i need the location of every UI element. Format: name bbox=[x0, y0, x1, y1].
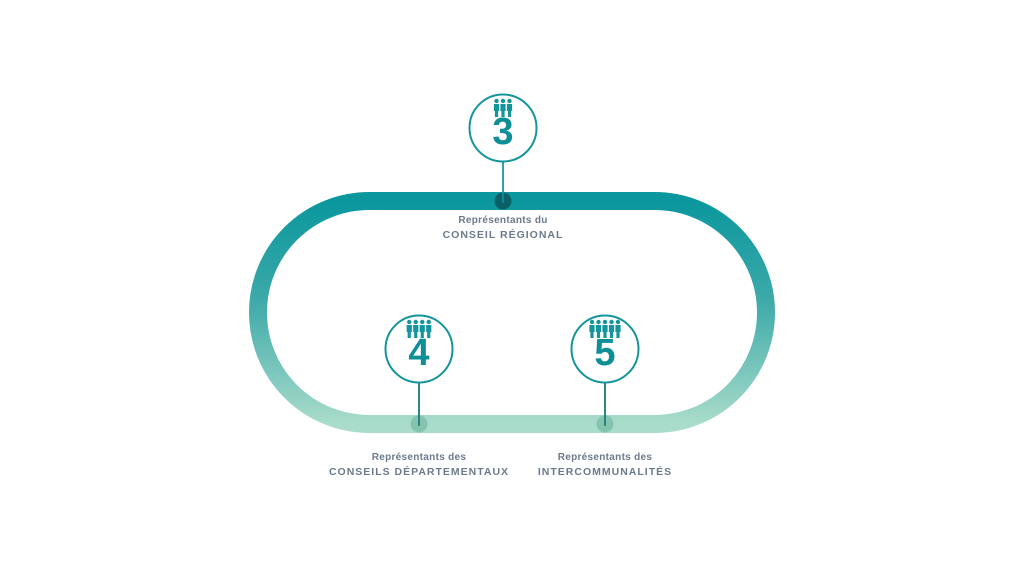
node-label: Représentants du CONSEIL RÉGIONAL bbox=[443, 214, 564, 242]
person-icon bbox=[589, 319, 595, 325]
person-icon bbox=[420, 319, 425, 325]
label-line1: Représentants du bbox=[458, 215, 548, 226]
loop-track bbox=[249, 192, 775, 433]
person-icon bbox=[596, 319, 601, 325]
person-icon bbox=[589, 325, 595, 338]
label-line2: CONSEILS DÉPARTEMENTAUX bbox=[328, 466, 510, 478]
person-icon bbox=[407, 319, 412, 325]
label-line2: CONSEIL RÉGIONAL bbox=[442, 229, 564, 241]
person-icon bbox=[500, 98, 506, 104]
person-icon bbox=[609, 319, 614, 325]
person-icon bbox=[602, 325, 608, 338]
label-line1: Représentants des bbox=[557, 452, 653, 463]
person-icon bbox=[426, 325, 432, 338]
person-icon bbox=[615, 325, 621, 338]
person-icon bbox=[500, 104, 506, 117]
person-icon bbox=[608, 325, 615, 338]
representative-count: 3 bbox=[492, 111, 514, 153]
representative-count: 5 bbox=[594, 332, 616, 374]
person-icon bbox=[493, 104, 500, 117]
person-icon bbox=[615, 319, 621, 325]
count-circle bbox=[384, 314, 454, 384]
person-icon bbox=[602, 319, 608, 325]
person-icon bbox=[413, 325, 419, 338]
person-icon bbox=[426, 319, 431, 325]
person-icon bbox=[413, 319, 418, 325]
person-icon bbox=[494, 98, 499, 104]
count-circle bbox=[468, 93, 538, 163]
person-icon bbox=[419, 325, 425, 338]
label-line2: INTERCOMMUNALITÉS bbox=[537, 466, 673, 478]
person-icon bbox=[506, 104, 513, 117]
label-line1: Représentants des bbox=[371, 452, 467, 463]
person-icon bbox=[406, 325, 412, 338]
person-icon bbox=[595, 325, 602, 338]
person-icon bbox=[507, 98, 512, 104]
count-circle bbox=[570, 314, 640, 384]
representative-count: 4 bbox=[408, 332, 430, 374]
